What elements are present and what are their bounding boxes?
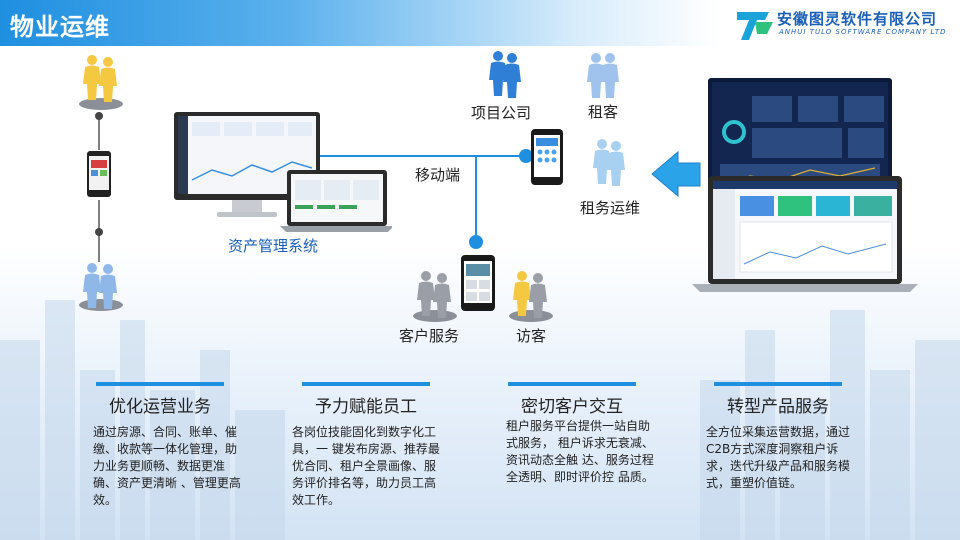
header-bar (0, 0, 960, 46)
card-head-3: 密切客户交互 (508, 382, 636, 420)
tenant-people-icon (587, 53, 619, 98)
tenancy-ops-people-icon (593, 139, 625, 186)
node-dot-service (469, 235, 483, 249)
card-title-4: 转型产品服务 (727, 397, 829, 417)
label-tenant: 租客 (588, 103, 619, 121)
label-project-company: 项目公司 (471, 104, 532, 122)
card-head-1: 优化运营业务 (96, 382, 224, 420)
label-customer-service: 客户服务 (399, 327, 460, 345)
company-name: 安徽图灵软件有限公司 (777, 10, 938, 28)
card-head-2: 予力赋能员工 (302, 382, 430, 420)
label-tenancy-ops: 租务运维 (580, 199, 641, 217)
node-dot-left-2 (95, 228, 103, 236)
customer-service-phone-icon (461, 255, 495, 311)
card-text-4: 全方位采集运营数据，通过 C2B方式深度洞察租户诉求，迭代升级产品和服务模式，重… (706, 425, 851, 490)
operations-dashboard-devices-icon (692, 78, 918, 292)
label-mobile: 移动端 (415, 166, 461, 184)
arrow-left-icon (651, 150, 701, 198)
card-title-3: 密切客户交互 (521, 397, 623, 417)
card-text-1: 通过房源、合同、账单、催缴、收款等一体化管理，助力业务更顺畅、数据更准确、资产更… (93, 425, 241, 507)
label-asset-system: 资产管理系统 (228, 237, 319, 255)
card-title-2: 予力赋能员工 (315, 397, 417, 417)
visitor-people-icon (509, 271, 553, 322)
label-visitor: 访客 (516, 327, 547, 345)
asset-management-devices-icon (174, 112, 392, 232)
card-text-3: 租户服务平台提供一站自助式服务， 租户诉求无衰减、资讯动态全触 达、服务过程全透… (506, 419, 654, 484)
staff-people-gold-icon (79, 55, 123, 110)
page-title: 物业运维 (10, 13, 110, 41)
node-dot-left-1 (95, 112, 103, 120)
card-head-4: 转型产品服务 (714, 382, 842, 420)
tenant-people-blue-icon (79, 263, 123, 311)
card-title-1: 优化运营业务 (109, 397, 211, 417)
card-text-2: 各岗位技能固化到数字化工具，一 键发布房源、推荐最优合同、租户全景画像、服务评价… (292, 425, 440, 507)
customer-service-people-icon (413, 271, 457, 322)
logo-mark-icon (737, 12, 773, 40)
mobile-phone-icon (531, 129, 563, 185)
company-name-en: ANHUI TULO SOFTWARE COMPANY LTD (779, 28, 947, 36)
phone-icon-left (87, 151, 111, 197)
city-skyline-background (0, 300, 960, 540)
project-company-people-icon (489, 51, 521, 98)
company-logo: 安徽图灵软件有限公司 ANHUI TULO SOFTWARE COMPANY L… (735, 6, 950, 42)
node-dot-mobile (519, 149, 533, 163)
